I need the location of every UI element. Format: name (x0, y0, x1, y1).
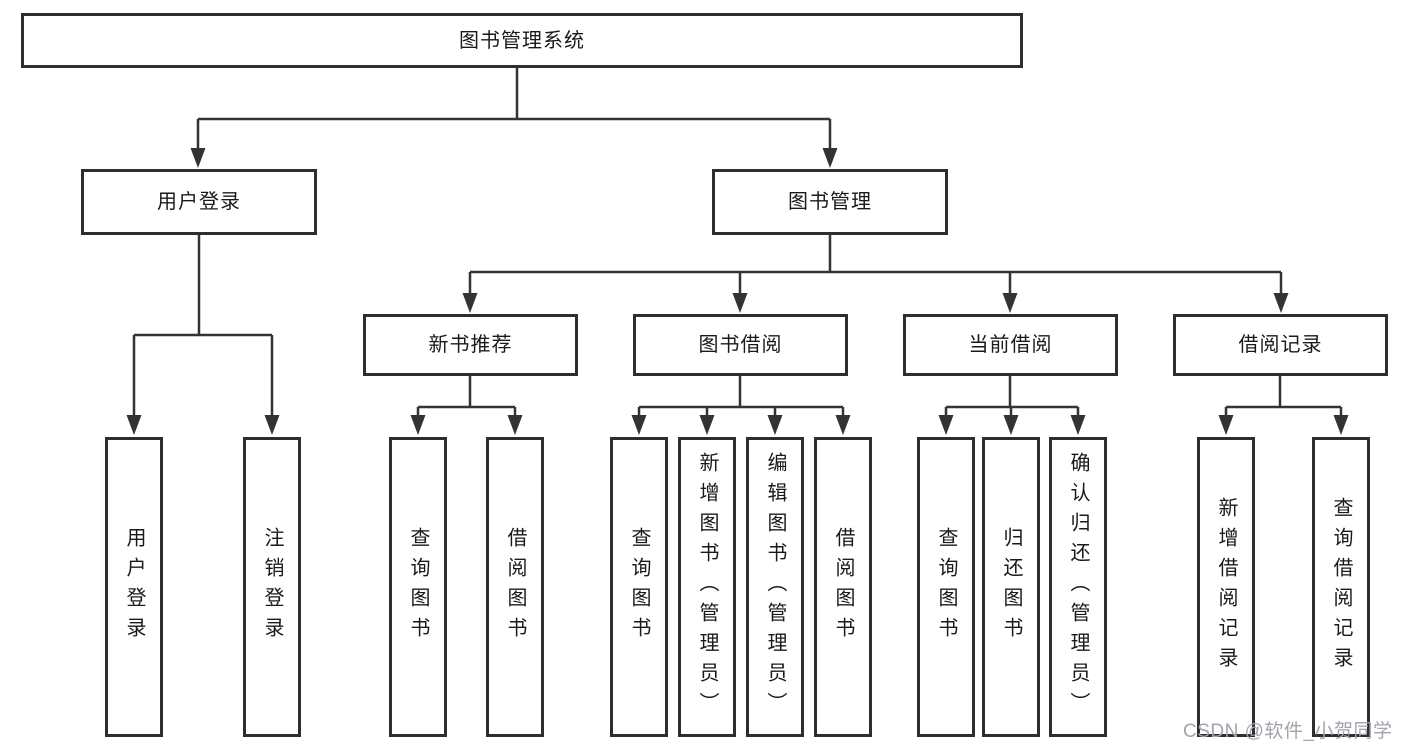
node-leaf-query-books-2: 查询图书 (610, 437, 668, 737)
node-label: 新增借阅记录 (1215, 497, 1237, 677)
node-leaf-query-books-3: 查询图书 (917, 437, 975, 737)
node-label: 借阅记录 (1238, 334, 1323, 356)
node-label: 当前借阅 (968, 334, 1053, 356)
node-leaf-query-books-1: 查询图书 (389, 437, 447, 737)
wire-records-to-leaves (1224, 376, 1343, 418)
node-leaf-borrow-books-2: 借阅图书 (814, 437, 872, 737)
node-label: 查询图书 (407, 527, 429, 647)
node-leaf-add-borrow-record: 新增借阅记录 (1197, 437, 1255, 737)
node-book-management-module: 图书管理 (712, 169, 948, 235)
node-label: 新增图书（管理员） (696, 452, 718, 722)
node-leaf-return-books: 归还图书 (982, 437, 1040, 737)
wire-login-to-leaves (132, 235, 274, 417)
wire-root-to-level2 (196, 67, 832, 150)
node-label: 借阅图书 (832, 527, 854, 647)
node-label: 确认归还（管理员） (1067, 452, 1089, 722)
node-label: 新书推荐 (428, 334, 513, 356)
node-label: 查询图书 (935, 527, 957, 647)
node-label: 编辑图书（管理员） (764, 452, 786, 722)
node-label: 用户登录 (157, 191, 241, 213)
node-leaf-borrow-books-1: 借阅图书 (486, 437, 544, 737)
node-label: 归还图书 (1000, 527, 1022, 647)
wire-newbooks-to-leaves (416, 376, 517, 418)
node-borrowing-records: 借阅记录 (1173, 314, 1388, 376)
node-label: 图书借阅 (698, 334, 783, 356)
node-leaf-logout: 注销登录 (243, 437, 301, 737)
node-label: 借阅图书 (504, 527, 526, 647)
wire-management-to-level3 (468, 235, 1283, 296)
node-label: 查询图书 (628, 527, 650, 647)
node-new-book-recommendation: 新书推荐 (363, 314, 578, 376)
node-leaf-edit-books-admin: 编辑图书（管理员） (746, 437, 804, 737)
wire-borrow-to-leaves (637, 376, 845, 418)
arrowheads (126, 148, 1349, 435)
node-book-borrowing: 图书借阅 (633, 314, 848, 376)
node-library-management-system: 图书管理系统 (21, 13, 1023, 68)
node-user-login-module: 用户登录 (81, 169, 317, 235)
node-label: 图书管理系统 (459, 29, 585, 52)
wire-current-to-leaves (944, 376, 1080, 418)
node-label: 图书管理 (788, 191, 872, 213)
node-label: 用户登录 (123, 527, 145, 647)
csdn-watermark: CSDN @软件_小贺同学 (1183, 721, 1393, 742)
node-leaf-add-books-admin: 新增图书（管理员） (678, 437, 736, 737)
node-leaf-user-login: 用户登录 (105, 437, 163, 737)
node-leaf-query-borrow-record: 查询借阅记录 (1312, 437, 1370, 737)
node-leaf-confirm-return-admin: 确认归还（管理员） (1049, 437, 1107, 737)
node-label: 注销登录 (261, 527, 283, 647)
node-label: 查询借阅记录 (1330, 497, 1352, 677)
node-current-borrowing: 当前借阅 (903, 314, 1118, 376)
